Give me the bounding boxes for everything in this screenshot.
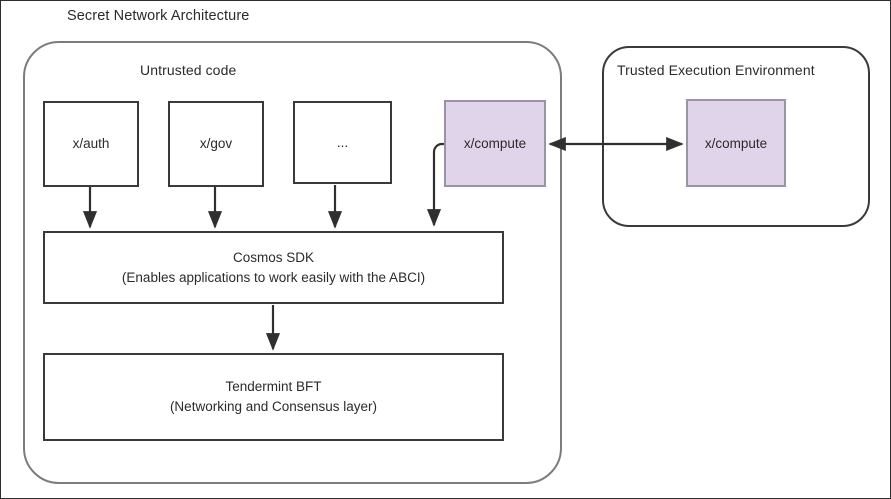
node-x-compute-untrusted-label: x/compute	[463, 136, 527, 151]
tee-container	[602, 46, 870, 227]
node-cosmos-sdk[interactable]: Cosmos SDK (Enables applications to work…	[43, 231, 504, 304]
node-x-auth-label: x/auth	[72, 136, 110, 152]
node-x-compute-tee[interactable]: x/compute	[686, 99, 786, 187]
node-cosmos-sdk-title: Cosmos SDK	[232, 249, 315, 265]
node-x-compute-untrusted[interactable]: x/compute	[444, 100, 546, 187]
node-tendermint-bft-text: Tendermint BFT (Networking and Consensus…	[170, 377, 377, 416]
node-ellipsis-label: ...	[336, 134, 349, 150]
node-x-gov[interactable]: x/gov	[168, 101, 264, 187]
node-x-auth[interactable]: x/auth	[43, 101, 139, 187]
node-tendermint-bft[interactable]: Tendermint BFT (Networking and Consensus…	[43, 353, 504, 441]
node-cosmos-sdk-text: Cosmos SDK (Enables applications to work…	[122, 248, 425, 287]
node-tendermint-bft-title: Tendermint BFT	[225, 379, 322, 395]
tee-label: Trusted Execution Environment	[617, 62, 815, 78]
node-cosmos-sdk-subtitle: (Enables applications to work easily wit…	[121, 269, 426, 285]
node-tendermint-bft-subtitle: (Networking and Consensus layer)	[169, 399, 378, 414]
untrusted-code-label: Untrusted code	[140, 62, 237, 78]
page-title: Secret Network Architecture	[67, 8, 250, 24]
node-x-gov-label: x/gov	[199, 136, 233, 152]
node-x-compute-tee-label: x/compute	[704, 135, 768, 151]
edge-compute-to-cosmos	[426, 142, 444, 227]
untrusted-code-container	[23, 41, 562, 484]
node-ellipsis[interactable]: ...	[293, 101, 392, 184]
